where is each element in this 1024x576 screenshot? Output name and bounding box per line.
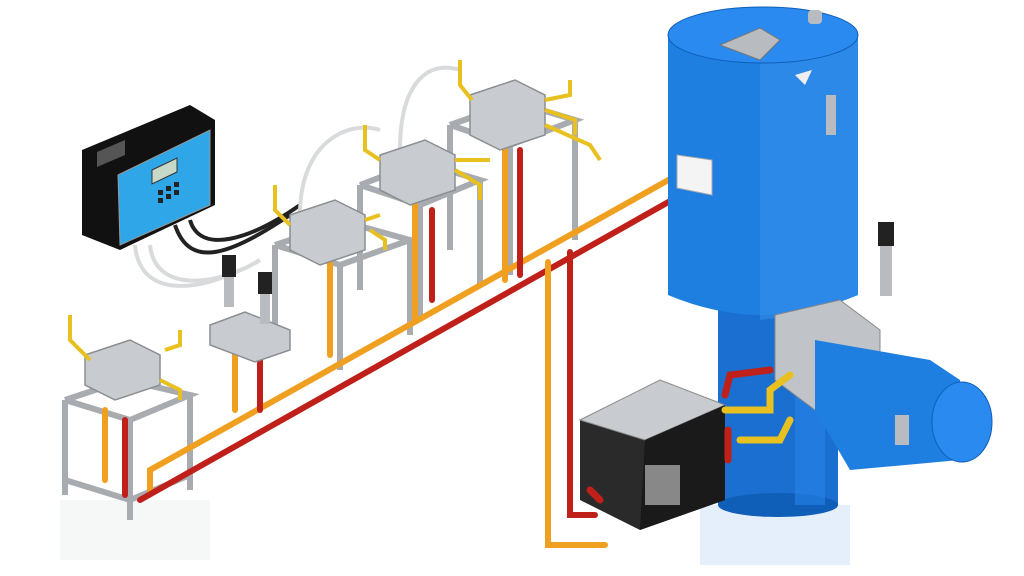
orange-supply-line [147, 175, 675, 493]
tank-label [676, 154, 713, 196]
controller-panel [117, 129, 211, 246]
pressure-sensors [222, 222, 894, 324]
controller-display [151, 157, 178, 185]
level-sensor [826, 95, 836, 135]
yellow-fittings [68, 60, 602, 400]
red-vertical-line [567, 249, 598, 518]
lid-handle [718, 27, 781, 61]
controller-keypad [158, 182, 179, 203]
distributor-block-1 [84, 339, 161, 401]
pump-box [578, 379, 727, 530]
distributor-block-3 [379, 139, 456, 206]
motor-fan-cover [931, 381, 993, 463]
distributor-block-2 [289, 199, 366, 266]
pump-flange [645, 465, 680, 505]
distributor-blocks [84, 79, 546, 401]
pressure-sensor-2 [258, 272, 272, 294]
main-pipes [102, 137, 675, 548]
orange-vertical-line [545, 259, 608, 548]
pressure-sensor-3 [878, 222, 894, 246]
controller [82, 105, 215, 250]
sensor-manifold [209, 311, 291, 363]
grease-tank [667, 6, 859, 320]
distributor-block-4 [469, 79, 546, 151]
red-return-line [137, 197, 675, 503]
pressure-sensor-1 [222, 255, 236, 277]
pump-motor [774, 299, 993, 470]
pump-pipes [586, 366, 794, 504]
fill-arrow-icon [795, 70, 812, 85]
